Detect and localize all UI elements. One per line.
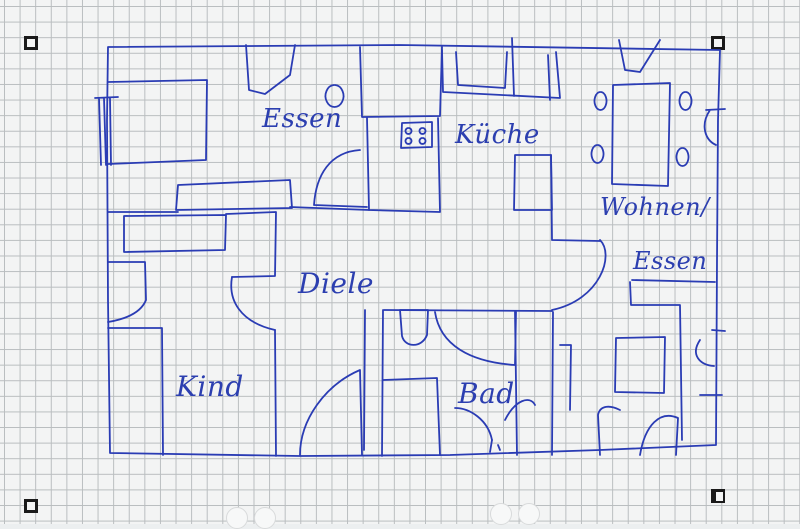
wall xyxy=(455,51,508,89)
room-label-essen: Essen xyxy=(262,104,343,134)
wall xyxy=(366,117,441,213)
wall xyxy=(123,214,227,253)
corner-marker-bottom-right xyxy=(711,489,725,503)
stove xyxy=(404,127,427,145)
room-label-wohnen: Wohnen/ xyxy=(600,193,710,221)
wall xyxy=(225,211,277,278)
corner-marker-bottom-left xyxy=(24,499,38,513)
dining-table xyxy=(611,82,671,187)
window xyxy=(94,96,119,166)
wall xyxy=(381,309,384,457)
chair xyxy=(590,91,693,167)
wall xyxy=(514,311,518,456)
sofa xyxy=(629,279,716,441)
door xyxy=(551,239,607,311)
toilet xyxy=(399,309,429,346)
wall xyxy=(511,37,515,97)
room-label-kind: Kind xyxy=(176,370,244,403)
bathtub xyxy=(434,311,517,366)
kitchen-counter xyxy=(359,46,443,118)
corner-marker-top-left xyxy=(24,36,38,50)
chair xyxy=(597,405,679,456)
sink xyxy=(454,399,536,441)
room-label-diele: Diele xyxy=(298,267,374,300)
kitchen-counter xyxy=(441,49,561,99)
wall xyxy=(618,39,661,73)
room-label-bad: Bad xyxy=(458,377,515,410)
wall xyxy=(274,329,277,457)
toilet xyxy=(489,439,501,453)
wall xyxy=(107,206,370,213)
wall xyxy=(382,377,441,456)
door xyxy=(299,369,363,456)
door xyxy=(313,149,368,208)
wall xyxy=(107,327,164,456)
wall xyxy=(551,311,554,456)
room-label-kueche: Küche xyxy=(455,120,540,150)
wall xyxy=(107,79,208,165)
wall xyxy=(547,54,551,101)
wall xyxy=(107,261,147,323)
furniture xyxy=(245,44,296,95)
wall xyxy=(175,179,293,211)
stove xyxy=(400,121,433,149)
furniture xyxy=(324,84,345,108)
wall xyxy=(550,154,601,242)
tv-table xyxy=(614,336,666,394)
window xyxy=(699,108,726,396)
door xyxy=(230,276,276,331)
wall xyxy=(363,309,366,451)
wall xyxy=(559,344,572,411)
door xyxy=(695,339,715,367)
corner-marker-top-right xyxy=(711,36,725,50)
room-label-essen-2: Essen xyxy=(633,247,708,275)
wall xyxy=(513,154,553,211)
